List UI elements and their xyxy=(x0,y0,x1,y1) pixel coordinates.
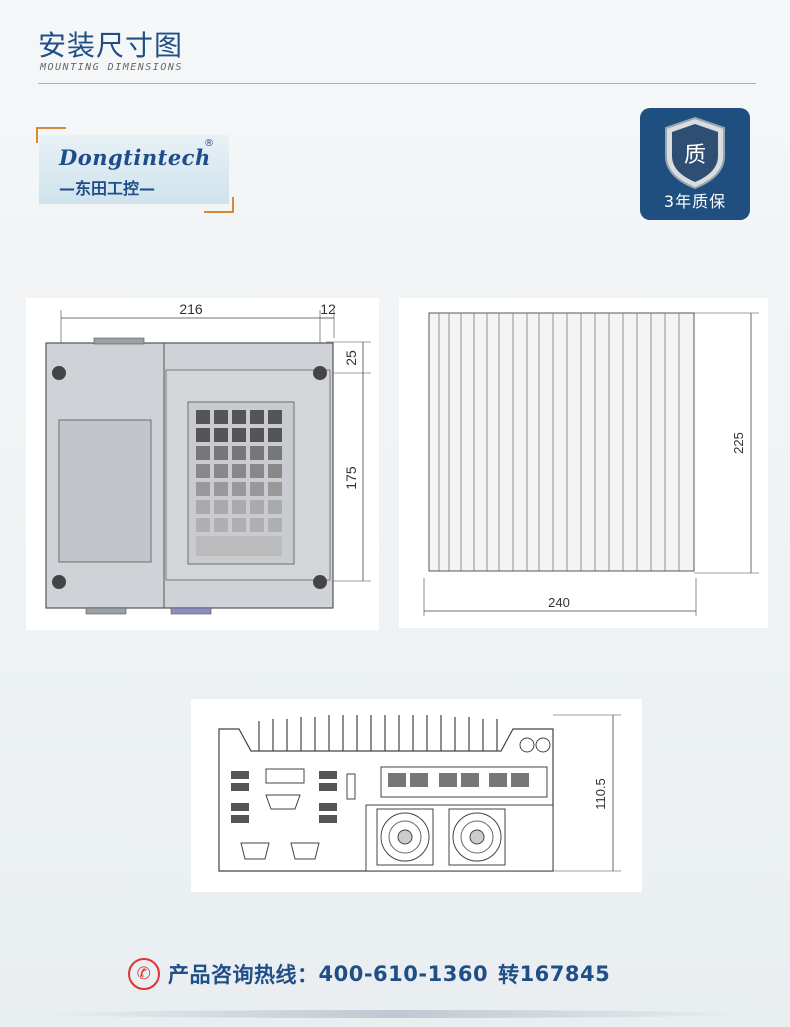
com-port xyxy=(240,842,270,860)
dim-height-label: 175 xyxy=(343,466,359,490)
company-logo: Dongtintech ® —东田工控— xyxy=(39,135,229,204)
logo-corner-top-left xyxy=(36,127,66,143)
logo-name-en: Dongtintech xyxy=(59,145,211,170)
warranty-badge: 质 3年质保 xyxy=(640,108,750,220)
vga-port xyxy=(265,794,301,810)
com-port xyxy=(290,842,320,860)
dim-height-label: 110.5 xyxy=(593,778,608,810)
hotline: ✆ 产品咨询热线： 400-610-1360 转 167845 xyxy=(128,958,610,990)
mount-hole xyxy=(313,366,327,380)
phone-icon: ✆ xyxy=(128,958,160,990)
dim-height-label: 225 xyxy=(731,432,746,454)
dvi-port xyxy=(265,768,305,784)
page-subtitle: MOUNTING DIMENSIONS xyxy=(40,62,183,73)
registered-mark: ® xyxy=(204,138,214,149)
fan-icon xyxy=(376,808,434,866)
page-title: 安装尺寸图 xyxy=(38,29,184,62)
side-view-svg: 225 240 xyxy=(423,312,759,616)
lan-ports xyxy=(388,773,529,787)
front-view-drawing: 110.5 xyxy=(191,699,642,892)
ext-label: 转 xyxy=(498,963,520,987)
shield-icon: 质 xyxy=(665,116,725,190)
badge-icon-char: 质 xyxy=(684,142,706,167)
mount-hole xyxy=(313,575,327,589)
mount-hole xyxy=(52,366,66,380)
fan-icon xyxy=(448,808,506,866)
logo-corner-bottom-right xyxy=(204,197,234,213)
top-view-svg: 216 12 25 175 xyxy=(45,301,371,615)
hotline-label: 产品咨询热线： xyxy=(168,963,319,987)
usb-ports xyxy=(231,771,337,823)
logo-name-cn: —东田工控— xyxy=(59,179,156,198)
mount-hole xyxy=(52,575,66,589)
header-divider xyxy=(38,83,756,84)
front-view-svg: 110.5 xyxy=(218,714,621,872)
warranty-label: 3年质保 xyxy=(663,192,727,211)
side-view-drawing: 225 240 xyxy=(399,298,768,628)
footer-divider xyxy=(36,1010,754,1018)
dim-width-label: 240 xyxy=(548,595,570,610)
ext-number: 167845 xyxy=(519,962,611,986)
heatsink-fins xyxy=(258,715,498,751)
top-view-drawing: 216 12 25 175 xyxy=(26,298,379,630)
vent-grid xyxy=(196,410,282,556)
dim-top-label: 25 xyxy=(343,350,359,366)
phone-number[interactable]: 400-610-1360 xyxy=(318,962,489,986)
dim-offset-label: 12 xyxy=(320,301,336,317)
heatsink-fins xyxy=(438,313,680,571)
dim-width-label: 216 xyxy=(179,301,203,317)
